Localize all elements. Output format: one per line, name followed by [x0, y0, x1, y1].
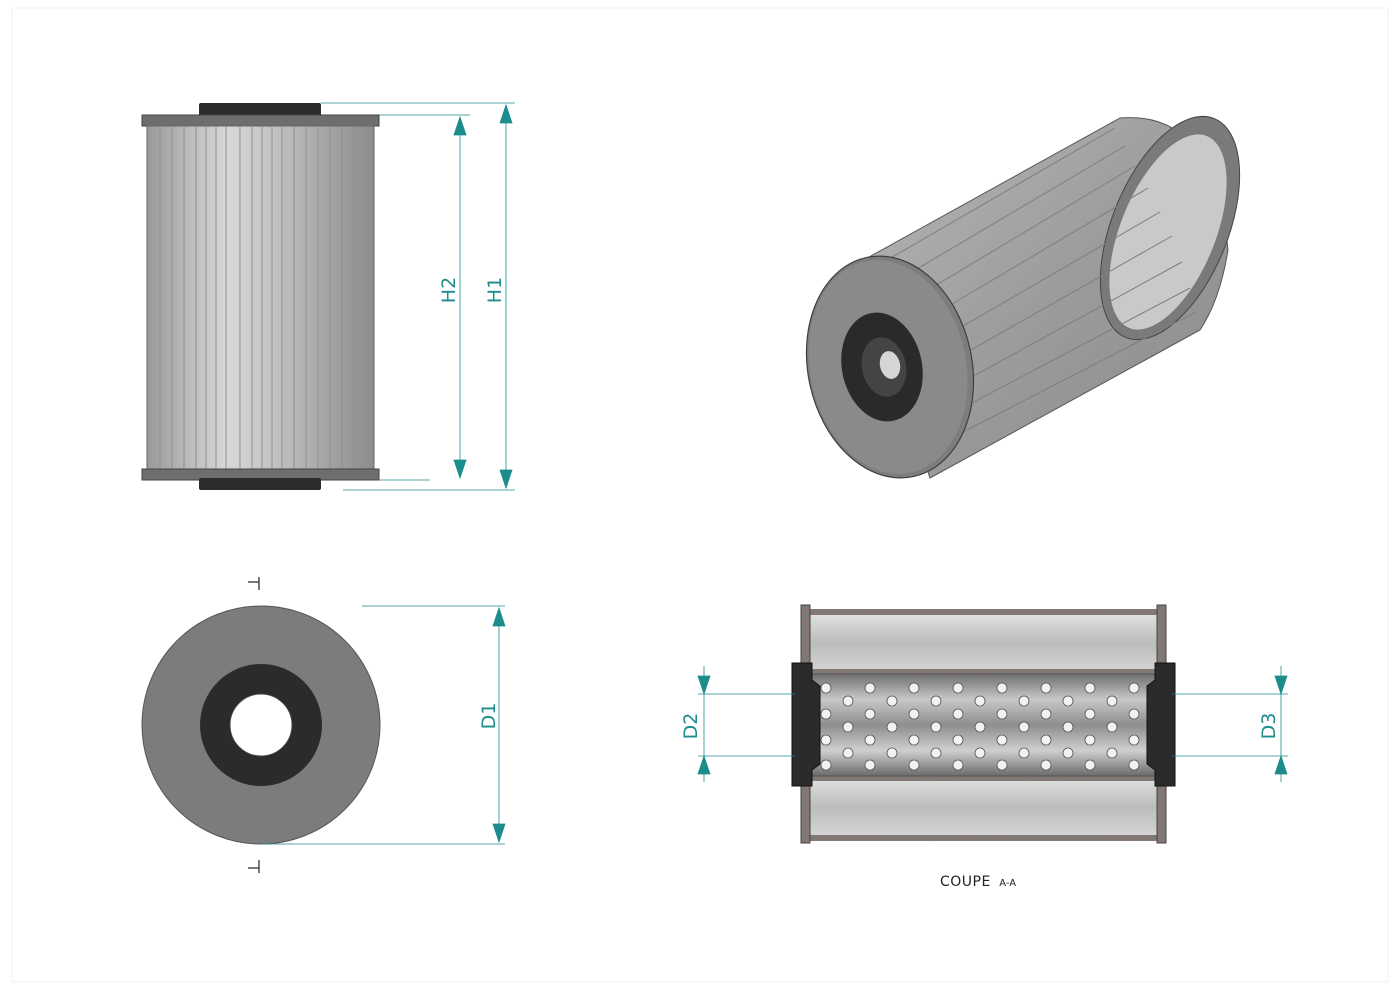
- section-view: [791, 604, 1176, 844]
- end-view-bore: [229, 693, 293, 757]
- d3-label: D3: [1258, 713, 1280, 740]
- section-liner-top: [810, 609, 1157, 615]
- front-view: [141, 103, 380, 490]
- front-pleat-lines: [159, 126, 365, 469]
- section-liner-bottom: [810, 835, 1157, 841]
- front-top-gasket: [199, 103, 321, 117]
- front-bottom-gasket: [199, 478, 321, 490]
- section-marker-a-bottom: [248, 860, 260, 873]
- h2-label: H2: [438, 277, 460, 303]
- section-marker-a-top: [248, 577, 260, 590]
- iso-back-pleats: [1108, 133, 1228, 331]
- section-caption-main: COUPE: [940, 874, 991, 890]
- d1-label: D1: [478, 703, 500, 730]
- isometric-view: [805, 115, 1241, 479]
- section-caption-sub: A-A: [999, 878, 1016, 889]
- section-dimensions: [697, 666, 1288, 782]
- section-inner-liner-top: [810, 669, 1157, 674]
- section-perforations: [820, 682, 1140, 771]
- h1-label: H1: [484, 277, 506, 303]
- front-top-end-cap: [141, 114, 380, 127]
- section-media-bottom: [809, 776, 1158, 838]
- end-dimensions: [262, 605, 506, 845]
- front-dimensions: [321, 102, 515, 491]
- section-left-gasket: [791, 662, 821, 787]
- iso-pleat-lines: [869, 127, 1197, 447]
- iso-bore: [879, 351, 901, 379]
- section-inner-liner-bottom: [810, 776, 1157, 781]
- sheet-border: [11, 7, 1389, 983]
- section-caption: COUPE A-A: [940, 873, 1016, 890]
- section-right-gasket: [1146, 662, 1176, 787]
- end-view: [141, 577, 381, 873]
- front-pleated-body: [146, 125, 375, 470]
- section-media-top: [809, 612, 1158, 674]
- d2-label: D2: [680, 713, 702, 740]
